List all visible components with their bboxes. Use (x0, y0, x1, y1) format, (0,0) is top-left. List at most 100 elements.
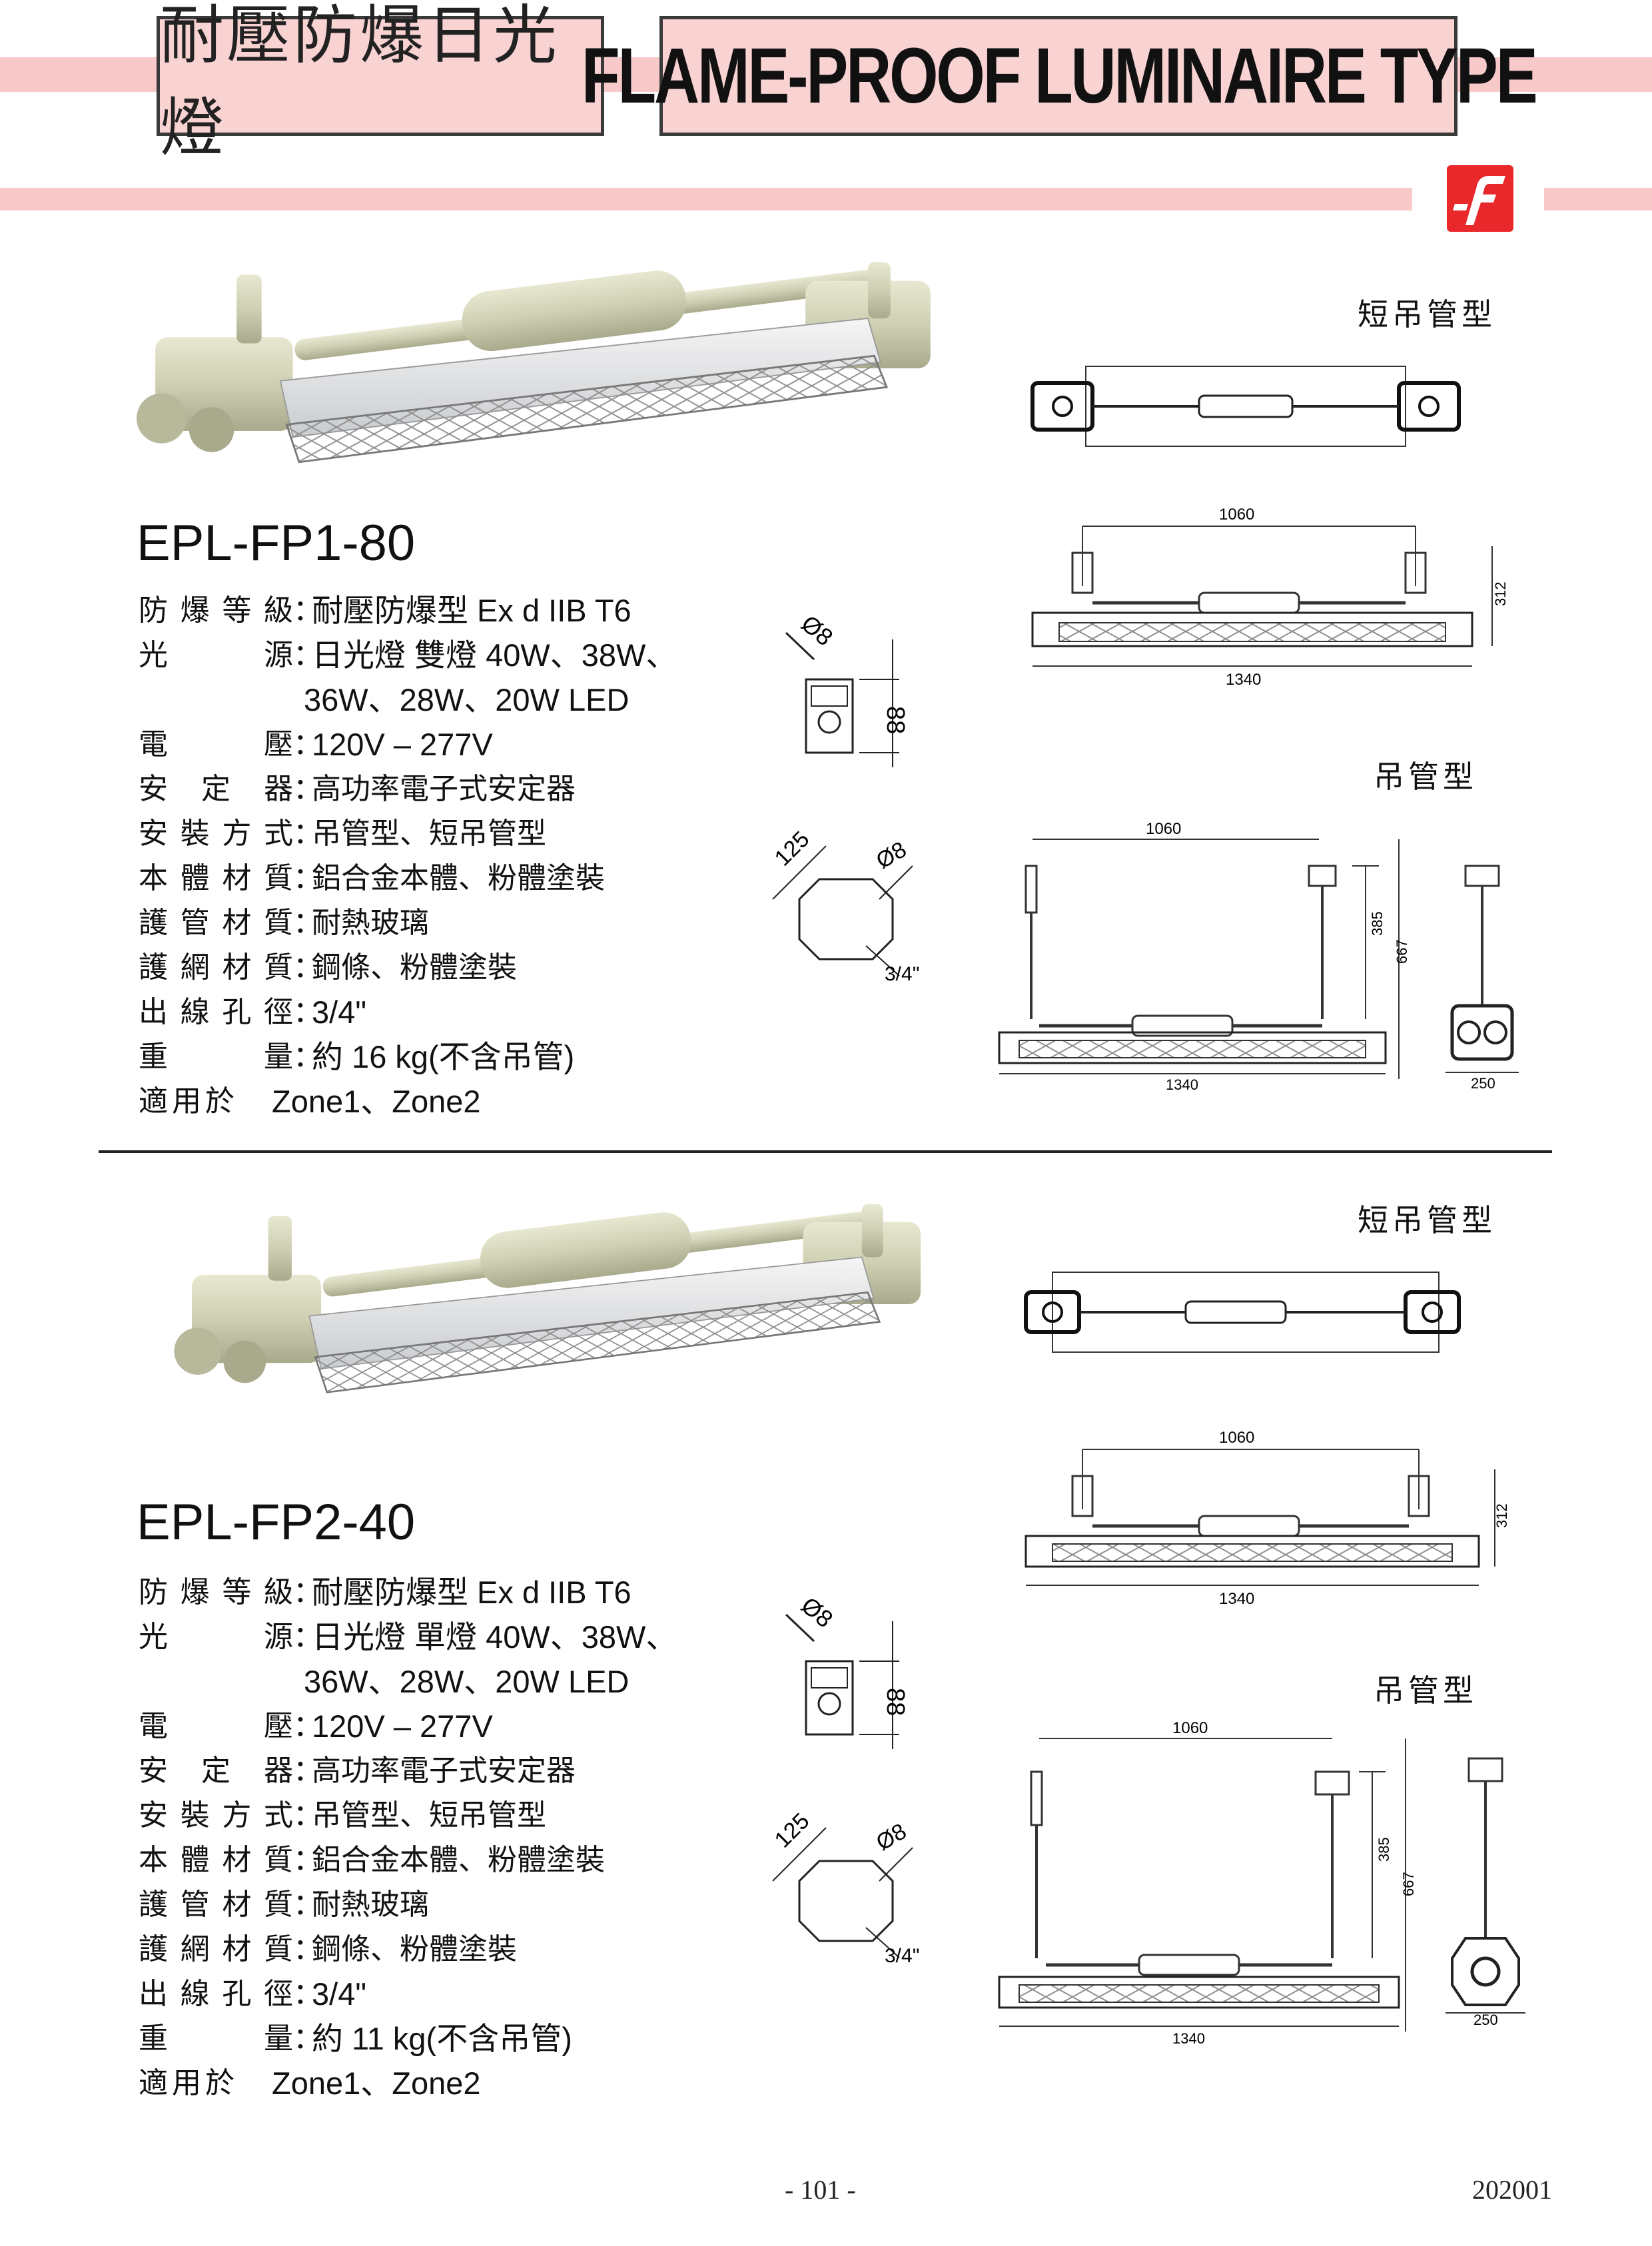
spec-label: 安定器 (139, 772, 293, 806)
spec-label: 護管材質 (139, 1888, 293, 1922)
spec-value: 120V – 277V (312, 727, 493, 762)
spec-row: 護網材質：鋼條、粉體塗裝 (139, 1928, 738, 1972)
spec-value: 鋼條、粉體塗裝 (312, 950, 517, 984)
dim-88: 88 (881, 1688, 909, 1716)
spec-value: 約 11 kg(不含吊管) (312, 2021, 572, 2056)
spec-value: 耐壓防爆型 Ex d IIB T6 (312, 593, 631, 628)
product-2-photo (173, 1203, 922, 1393)
caption-pendant: 吊管型 (1374, 1673, 1477, 1708)
dim-1060-b: 1060 (1172, 1719, 1208, 1737)
product-2-end-view: 250 (1446, 1757, 1525, 2028)
spec-value: 約 16 kg(不含吊管) (312, 1039, 575, 1074)
product-2-pendant-view: 1060 385 667 1340 (998, 1719, 1417, 2047)
spec-label: 光源 (139, 1620, 293, 1654)
dim-385: 385 (1376, 1837, 1392, 1862)
spec-row-zone: 適用於 Zone1、Zone2 (139, 2061, 738, 2105)
product-1-short-side-view: 1060 1340 312 (1031, 506, 1509, 689)
product-2-model: EPL-FP2-40 (137, 1494, 416, 1551)
spec-row: 出線孔徑：3/4" (139, 990, 738, 1034)
dim-d8-b: Ø8 (872, 837, 911, 874)
company-logo-icon (1447, 165, 1513, 232)
document-code: 202001 (1472, 2175, 1552, 2205)
spec-row: 光源：日光燈 單燈 40W、38W、 (139, 1615, 738, 1659)
spec-label: 出線孔徑 (139, 1977, 293, 2011)
dim-1340: 1340 (1219, 1590, 1254, 1608)
product-1-photo (135, 261, 932, 464)
spec-label: 本體材質 (139, 1843, 293, 1877)
spec-row: 安定器：高功率電子式安定器 (139, 767, 738, 811)
product-1-model: EPL-FP1-80 (137, 515, 416, 571)
spec-value: 鋁合金本體、粉體塗裝 (312, 861, 605, 895)
spec-value: 3/4" (312, 994, 367, 1030)
dim-1340: 1340 (1226, 671, 1261, 689)
zone-value: Zone1、Zone2 (272, 1084, 481, 1119)
spec-label: 重量 (139, 1040, 293, 1074)
dim-88: 88 (881, 706, 909, 734)
zone-value: Zone1、Zone2 (272, 2065, 481, 2101)
spec-row: 防爆等級：耐壓防爆型 Ex d IIB T6 (139, 1571, 738, 1615)
zone-label: 適用於 (139, 1084, 238, 1118)
dim-1340-b: 1340 (1166, 1076, 1198, 1093)
spec-label: 安裝方式 (139, 817, 293, 851)
spec-value-continued: 36W、28W、20W LED (304, 1664, 629, 1699)
header-band-bottom-right (1544, 188, 1652, 210)
spec-label: 護網材質 (139, 950, 293, 984)
spec-label: 重量 (139, 2022, 293, 2056)
product-2-short-side-view: 1060 1340 312 (1025, 1429, 1510, 1608)
spec-label: 安定器 (139, 1754, 293, 1788)
spec-row: 重量：約 11 kg(不含吊管) (139, 2017, 738, 2061)
spec-row: 出線孔徑：3/4" (139, 1972, 738, 2016)
spec-row: 電壓：120V – 277V (139, 1704, 738, 1748)
spec-value-continued: 36W、28W、20W LED (304, 682, 629, 717)
page-number: - 101 - (785, 2175, 856, 2205)
dim-250: 250 (1471, 1075, 1495, 1092)
spec-label: 本體材質 (139, 861, 293, 895)
title-english: FLAME-PROOF LUMINAIRE TYPE (581, 32, 1538, 120)
product-1-bracket-drawing: Ø8 88 (785, 609, 909, 767)
spec-value: 耐熱玻璃 (312, 906, 429, 940)
spec-row: 安定器：高功率電子式安定器 (139, 1749, 738, 1793)
spec-value: 鋁合金本體、粉體塗裝 (312, 1843, 605, 1877)
spec-value: 耐壓防爆型 Ex d IIB T6 (312, 1575, 631, 1610)
dim-3-4: 3/4" (885, 963, 919, 985)
spec-row: 護管材質：耐熱玻璃 (139, 1883, 738, 1927)
spec-row: 重量：約 16 kg(不含吊管) (139, 1035, 738, 1079)
spec-value: 耐熱玻璃 (312, 1888, 429, 1922)
spec-label: 電壓 (139, 727, 293, 761)
dim-d8: Ø8 (796, 609, 838, 651)
spec-label: 防爆等級 (139, 593, 293, 627)
header-band-bottom (0, 188, 1412, 210)
product-2-short-top-view (1024, 1272, 1461, 1353)
spec-value: 120V – 277V (312, 1708, 493, 1744)
dim-250: 250 (1473, 2012, 1498, 2028)
title-chinese: 耐壓防爆日光燈 (160, 0, 560, 165)
product-1-pendant-view: 1060 385 667 1340 (998, 820, 1410, 1093)
spec-label: 出線孔徑 (139, 995, 293, 1029)
product-2-bracket-drawing: Ø8 88 (785, 1591, 909, 1749)
dim-385: 385 (1369, 911, 1386, 936)
spec-row: 本體材質：鋁合金本體、粉體塗裝 (139, 1838, 738, 1882)
spec-value: 鋼條、粉體塗裝 (312, 1932, 517, 1966)
spec-row: 電壓：120V – 277V (139, 723, 738, 767)
spec-label: 電壓 (139, 1709, 293, 1743)
spec-value: 吊管型、短吊管型 (312, 817, 546, 851)
spec-row: 防爆等級：耐壓防爆型 Ex d IIB T6 (139, 589, 738, 633)
spec-row: 護網材質：鋼條、粉體塗裝 (139, 946, 738, 990)
product-2-box-drawing: 125 Ø8 3/4" (770, 1808, 920, 1967)
spec-row: 本體材質：鋁合金本體、粉體塗裝 (139, 857, 738, 901)
spec-row: 護管材質：耐熱玻璃 (139, 901, 738, 945)
spec-value: 日光燈 雙燈 40W、38W、 (312, 637, 677, 673)
spec-value: 3/4" (312, 1976, 367, 2012)
caption-pendant: 吊管型 (1374, 759, 1477, 795)
spec-label: 防爆等級 (139, 1575, 293, 1609)
dim-1340-b: 1340 (1172, 2030, 1205, 2047)
spec-row-zone: 適用於 Zone1、Zone2 (139, 1080, 738, 1124)
caption-short-pendant: 短吊管型 (1358, 296, 1496, 332)
spec-label: 護管材質 (139, 906, 293, 940)
title-en-box: FLAME-PROOF LUMINAIRE TYPE (582, 16, 1537, 136)
spec-label: 護網材質 (139, 1932, 293, 1966)
dim-d8-b: Ø8 (872, 1818, 911, 1856)
zone-label: 適用於 (139, 2066, 238, 2100)
section-divider (99, 1150, 1552, 1153)
dim-1060: 1060 (1219, 1429, 1254, 1447)
